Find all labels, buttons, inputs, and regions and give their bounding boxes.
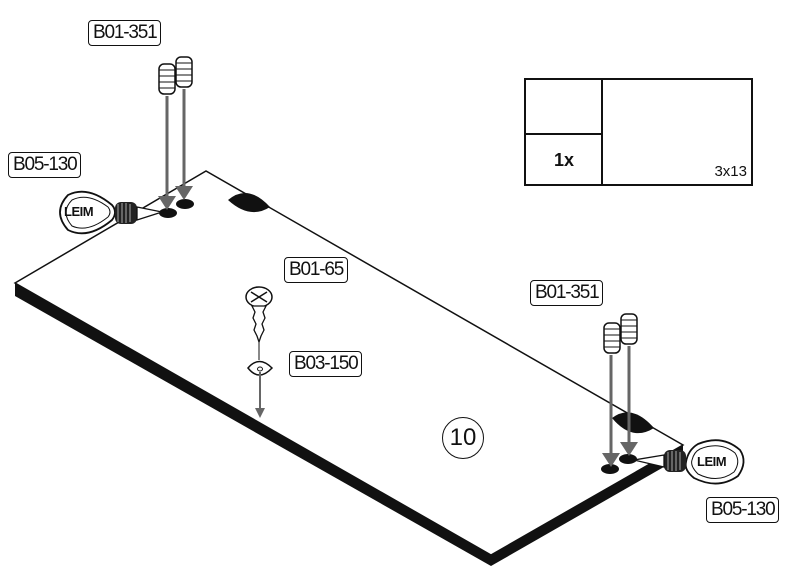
dowel-icon (175, 56, 193, 88)
arrow-down-icon (620, 346, 638, 456)
part-label-cam: B03-150 (289, 351, 363, 377)
arrow-down-icon (175, 89, 193, 200)
glue-bottle-icon (59, 190, 165, 235)
arrow-down-icon (255, 372, 265, 418)
panel-right-edge (491, 445, 683, 566)
cam-recess-right (612, 412, 654, 434)
part-label-glue-left: B05-130 (8, 152, 82, 178)
arrow-down-icon (158, 96, 176, 210)
arrow-down-icon (602, 355, 620, 467)
cam-recess-left (228, 192, 270, 213)
dowel-hole (601, 464, 619, 474)
hardware-box-divider-h (526, 133, 602, 135)
dowel-hole (159, 208, 177, 218)
part-label-glue-right: B05-130 (706, 497, 780, 523)
dowel-icon (158, 63, 176, 95)
cam-housing-icon (247, 360, 274, 376)
glue-text-left: LEIM (64, 204, 94, 219)
hardware-box: 1x 3x13 (524, 78, 753, 186)
dowel-icon (603, 322, 621, 354)
glue-text-right: LEIM (697, 454, 727, 469)
part-label-dowel-top: B01-351 (88, 20, 162, 46)
part-label-panel: B01-65 (284, 257, 349, 283)
dowel-hole (176, 199, 194, 209)
dowel-hole (619, 454, 637, 464)
glue-bottle-icon (633, 439, 745, 485)
step-number: 10 (442, 417, 484, 459)
panel-front-edge (15, 283, 491, 566)
hardware-box-divider-v (601, 80, 603, 184)
cam-screw-icon (245, 286, 273, 345)
hardware-size: 3x13 (714, 163, 747, 180)
part-label-dowel-right: B01-351 (530, 280, 604, 306)
dowel-icon (620, 313, 638, 345)
hardware-quantity: 1x (553, 149, 575, 170)
